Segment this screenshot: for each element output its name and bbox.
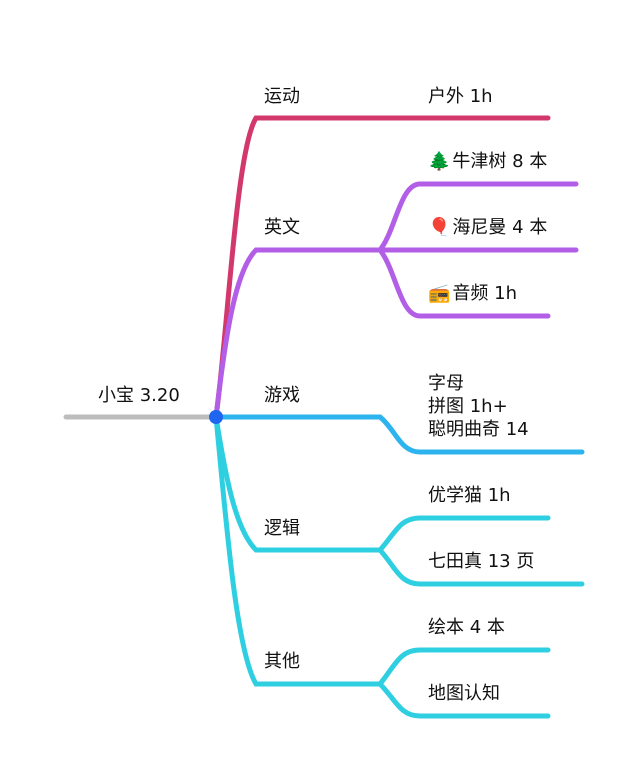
subtopic-game-notes[interactable]: 字母 拼图 1h+ 聪明曲奇 14 bbox=[428, 372, 529, 441]
subtopic-shichida[interactable]: 七田真 13 页 bbox=[428, 551, 535, 572]
game-line-cookie: 聪明曲奇 14 bbox=[428, 419, 529, 440]
topic-game[interactable]: 游戏 bbox=[264, 385, 300, 406]
subline-english-1 bbox=[377, 181, 579, 253]
subline-english-3 bbox=[377, 247, 551, 319]
topic-sport[interactable]: 运动 bbox=[264, 86, 300, 107]
subtopic-heinemann[interactable]: 🎈海尼曼 4 本 bbox=[428, 216, 547, 240]
subtopic-picture-books[interactable]: 绘本 4 本 bbox=[428, 617, 505, 638]
subline-logic-1 bbox=[377, 515, 551, 553]
subtopic-youxuemao[interactable]: 优学猫 1h bbox=[428, 485, 511, 506]
topic-other[interactable]: 其他 bbox=[264, 651, 300, 672]
root-node-dot[interactable] bbox=[209, 410, 223, 424]
branch-line-english bbox=[213, 247, 383, 420]
game-line-puzzle: 拼图 1h+ bbox=[428, 396, 508, 417]
radio-icon: 📻 bbox=[428, 283, 451, 304]
branch-line-game bbox=[213, 414, 585, 455]
subtopic-outdoor[interactable]: 户外 1h bbox=[428, 86, 493, 107]
game-line-letters: 字母 bbox=[428, 373, 464, 394]
subline-other-2 bbox=[377, 681, 551, 719]
topic-english[interactable]: 英文 bbox=[264, 217, 300, 238]
subtopic-oxford-tree[interactable]: 🌲牛津树 8 本 bbox=[428, 150, 547, 174]
subtopic-map-knowledge[interactable]: 地图认知 bbox=[428, 683, 500, 704]
branch-line-other bbox=[213, 414, 383, 687]
subtopic-label: 音频 1h bbox=[452, 283, 518, 304]
root-topic[interactable]: 小宝 3.20 bbox=[98, 385, 180, 406]
subline-other-1 bbox=[377, 647, 551, 687]
balloon-icon: 🎈 bbox=[428, 217, 451, 238]
tree-icon: 🌲 bbox=[428, 151, 451, 172]
subline-logic-2 bbox=[377, 547, 585, 587]
topic-logic[interactable]: 逻辑 bbox=[264, 518, 300, 539]
subtopic-label: 牛津树 8 本 bbox=[452, 151, 548, 172]
subtopic-audio[interactable]: 📻音频 1h bbox=[428, 282, 517, 306]
subtopic-label: 海尼曼 4 本 bbox=[452, 217, 548, 238]
